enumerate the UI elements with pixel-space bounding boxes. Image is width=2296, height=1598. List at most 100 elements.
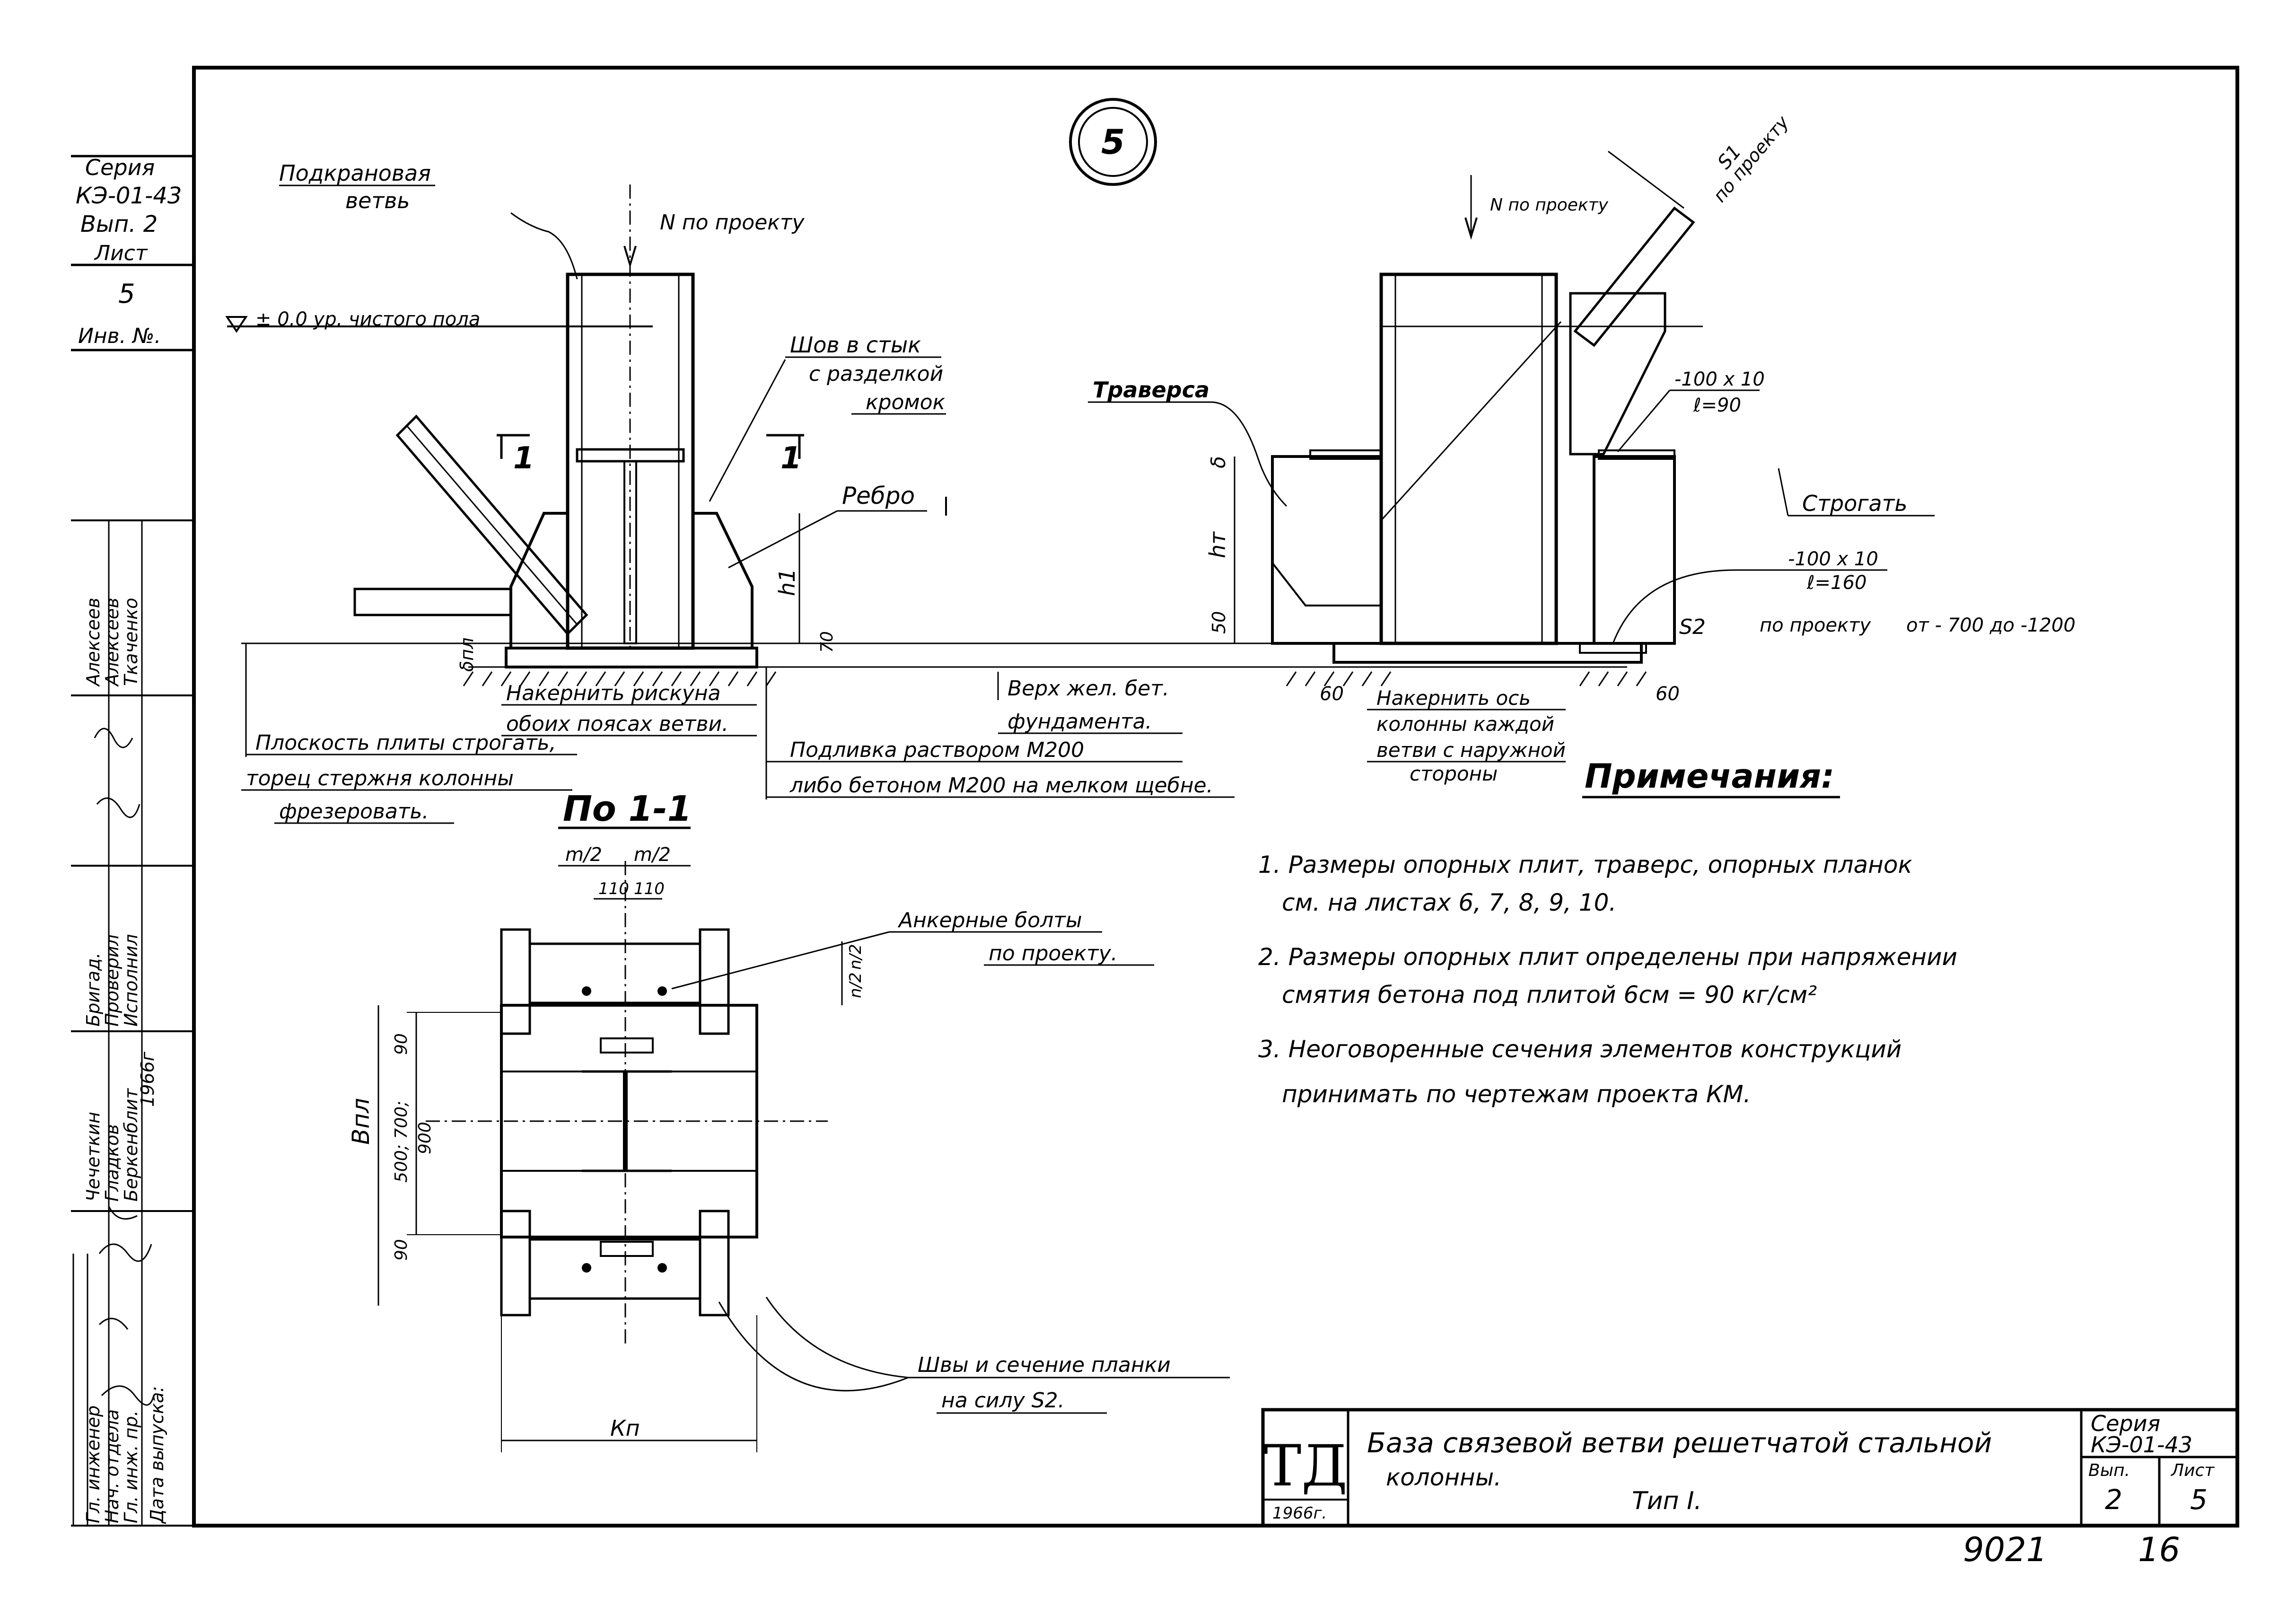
right-load-label: N по проекту bbox=[1490, 195, 1609, 215]
section-1-1: По 1-1 m/2 m/2 110 110 Анкерные болты по… bbox=[347, 789, 1230, 1452]
sig-name-3: Ткаченко bbox=[121, 598, 141, 686]
dim-60-right: 60 bbox=[1656, 683, 1680, 705]
floor-level-label: ± 0.0 ур. чистого пола bbox=[255, 308, 480, 330]
plane-label-1: Плоскость плиты строгать, bbox=[255, 731, 556, 755]
side-stamp: Серия КЭ-01-43 Вып. 2 Лист 5 Инв. №. Але… bbox=[76, 155, 182, 1524]
sig-role-3: Исполнил bbox=[121, 934, 141, 1027]
sig-role-1: Бригад. bbox=[83, 953, 104, 1027]
foundation-top-2: фундамента. bbox=[1008, 710, 1152, 734]
left-load-label: N по проекту bbox=[660, 211, 805, 235]
section-mark-left: 1 bbox=[497, 434, 535, 476]
stamp-series-value: КЭ-01-43 bbox=[76, 183, 182, 209]
sig-role-2: Проверил bbox=[102, 934, 123, 1027]
dim-mid: 500; 700; bbox=[392, 1101, 411, 1183]
weld-label-1: Шов в стык bbox=[790, 332, 921, 358]
dim-h1: h1 bbox=[774, 569, 800, 596]
note-1b: см. на листах 6, 7, 8, 9, 10. bbox=[1282, 889, 1616, 916]
tb-series-value: КЭ-01-43 bbox=[2091, 1432, 2192, 1458]
dim-m2-right: m/2 bbox=[634, 844, 671, 866]
sig-name-4: Чечеткин bbox=[83, 1112, 104, 1202]
dim-bpl: Впл bbox=[347, 1098, 375, 1145]
sig-name-5: Гладков bbox=[102, 1124, 123, 1202]
tb-sheet-label: Лист bbox=[2170, 1461, 2215, 1480]
dim-n2-right: n/2 bbox=[846, 944, 865, 970]
title-line-1: База связевой ветви решетчатой стальной bbox=[1367, 1427, 1992, 1459]
branch-label-1: Подкрановая bbox=[279, 160, 431, 186]
level-range: от - 700 до -1200 bbox=[1906, 615, 2076, 636]
foundation-top-1: Верх жел. бет. bbox=[1008, 676, 1169, 701]
plane-label-3: фрезеровать. bbox=[279, 799, 429, 824]
tb-issue-label: Вып. bbox=[2088, 1461, 2130, 1480]
dim-50: 50 bbox=[1209, 611, 1229, 634]
plank-1-length: ℓ=90 bbox=[1693, 395, 1741, 416]
grout-label-1: Подливка раствором М200 bbox=[790, 738, 1084, 762]
sig-role-6: Гл. инж. пр. bbox=[121, 1410, 141, 1523]
welds-label-2: на силу S2. bbox=[941, 1388, 1065, 1413]
weld-label-2: с разделкой bbox=[809, 362, 943, 386]
sig-name-2: Алексеев bbox=[102, 597, 123, 687]
sig-name-1: Алексеев bbox=[83, 597, 104, 687]
dim-60-left: 60 bbox=[1320, 683, 1344, 705]
anchor-label-2: по проекту. bbox=[989, 941, 1118, 966]
plank-2-size: -100 x 10 bbox=[1788, 548, 1878, 570]
mark-label-2: обоих поясах ветви. bbox=[506, 712, 728, 736]
section-mark-1-left: 1 bbox=[513, 441, 535, 476]
left-elevation: ± 0.0 ур. чистого пола 1 bbox=[225, 160, 1627, 824]
rib-label: Ребро bbox=[842, 482, 915, 509]
right-elevation: N по проекту S1 по проекту Траверса -100… bbox=[1088, 112, 2076, 785]
s2-label: S2 bbox=[1679, 615, 1706, 639]
dim-plate-thickness: δпл bbox=[456, 638, 477, 672]
dim-110-left: 110 bbox=[598, 879, 629, 898]
sig-name-6: Беркенблит bbox=[121, 1088, 141, 1202]
weld-label-3: кромок bbox=[866, 390, 946, 414]
title-year: 1966г. bbox=[1272, 1504, 1327, 1523]
tb-issue-value: 2 bbox=[2105, 1484, 2122, 1516]
axis-mark-2: колонны каждой bbox=[1376, 712, 1554, 736]
plank-2-length: ℓ=160 bbox=[1806, 572, 1867, 594]
dim-ht: hт bbox=[1205, 531, 1230, 558]
welds-label-1: Швы и сечение планки bbox=[918, 1353, 1171, 1377]
stamp-series-label: Серия bbox=[85, 155, 155, 180]
notes-heading: Примечания: bbox=[1585, 757, 1834, 796]
notes: Примечания: 1. Размеры опорных плит, тра… bbox=[1258, 757, 1957, 1108]
stamp-issue: Вып. 2 bbox=[80, 211, 158, 237]
stamp-sheet-label: Лист bbox=[94, 241, 148, 265]
tb-sheet-value: 5 bbox=[2190, 1484, 2208, 1516]
dim-70: 70 bbox=[817, 631, 837, 653]
anchor-label-1: Анкерные болты bbox=[897, 908, 1082, 932]
handwritten-signatures bbox=[94, 728, 155, 1406]
mark-label-1: Накернить рискуна bbox=[506, 681, 721, 705]
section-mark-right: 1 bbox=[766, 434, 804, 476]
dim-n2-left: n/2 bbox=[846, 972, 865, 998]
footer-page: 16 bbox=[2138, 1530, 2180, 1569]
title-type: Тип I. bbox=[1632, 1487, 1702, 1515]
section-title: По 1-1 bbox=[563, 789, 692, 829]
axis-mark-1: Накернить ось bbox=[1376, 686, 1531, 710]
dim-90-bottom: 90 bbox=[392, 1239, 411, 1261]
branch-label-2: ветвь bbox=[345, 188, 410, 213]
circle-number: 5 bbox=[1101, 122, 1125, 162]
s2-note: по проекту bbox=[1760, 615, 1871, 636]
traverse-label: Траверса bbox=[1093, 377, 1209, 403]
tb-series-label: Серия bbox=[2091, 1411, 2160, 1436]
footer-code: 9021 bbox=[1963, 1530, 2047, 1569]
note-3b: принимать по чертежам проекта КМ. bbox=[1282, 1080, 1751, 1108]
grout-label-2: либо бетоном М200 на мелком щебне. bbox=[789, 773, 1213, 798]
view-number-circle: 5 bbox=[1069, 98, 1157, 186]
axis-mark-3: ветви с наружной bbox=[1376, 738, 1566, 762]
plane-label-2: торец стержня колонны bbox=[246, 766, 514, 790]
sig-role-7: Дата выпуска: bbox=[147, 1386, 167, 1524]
axis-mark-4: стороны bbox=[1410, 762, 1498, 785]
title-block: ТД 1966г. База связевой ветви решетчатой… bbox=[1261, 1408, 2239, 1528]
sig-year: 1966г bbox=[137, 1051, 158, 1107]
sig-role-4: Гл. инженер bbox=[83, 1405, 104, 1523]
dim-m2-left: m/2 bbox=[565, 844, 602, 866]
dim-kp: Кп bbox=[610, 1415, 640, 1441]
sig-role-5: Нач. отдела bbox=[102, 1409, 123, 1523]
note-2b: смятия бетона под плитой 6см = 90 кг/см² bbox=[1282, 981, 1817, 1009]
plane-right-label: Строгать bbox=[1802, 491, 1908, 516]
stamp-inv-label: Инв. №. bbox=[78, 324, 161, 348]
plank-1-size: -100 x 10 bbox=[1674, 369, 1765, 390]
td-logo: ТД bbox=[1263, 1433, 1348, 1499]
